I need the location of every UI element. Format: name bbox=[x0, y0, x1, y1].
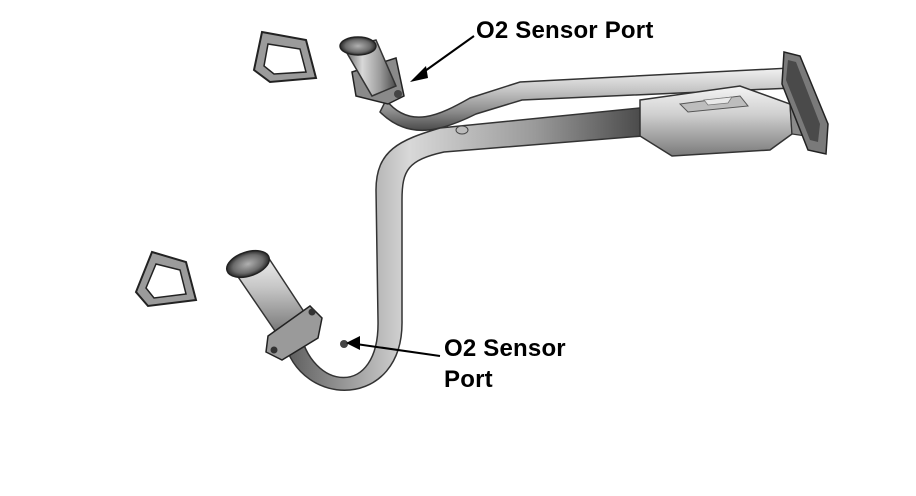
callout-arrow-top bbox=[410, 35, 475, 82]
lower-pipe bbox=[226, 107, 643, 391]
o2-sensor-port-label-top: O2 Sensor Port bbox=[476, 17, 654, 44]
rear-flange bbox=[781, 51, 829, 155]
o2-sensor-port-label-bottom-line1: O2 Sensor bbox=[444, 335, 566, 362]
o2-sensor-port-label-bottom-line2: Port bbox=[444, 366, 493, 393]
catalytic-converter bbox=[639, 85, 807, 157]
gasket-top bbox=[252, 30, 318, 84]
gasket-bottom bbox=[134, 250, 198, 308]
callout-arrow-bottom bbox=[346, 336, 441, 357]
upper-pipe bbox=[339, 36, 793, 132]
o2-sensor-port-label-bottom: O2 Sensor Port bbox=[444, 333, 566, 395]
